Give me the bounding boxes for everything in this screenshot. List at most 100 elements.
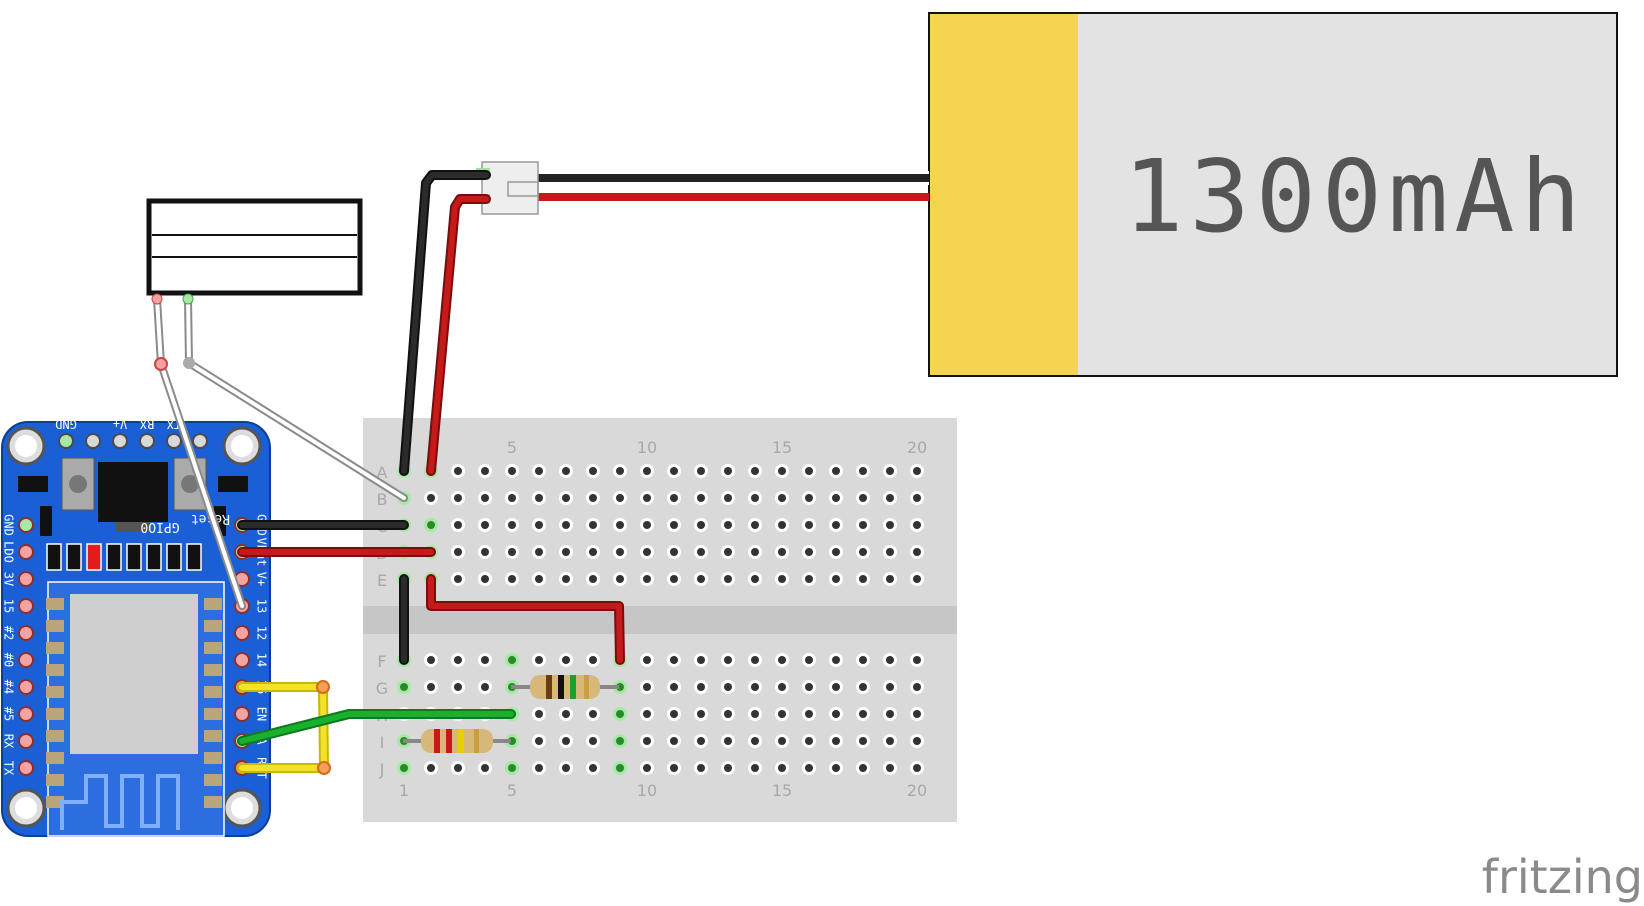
- breadboard-hole-center: [724, 548, 732, 556]
- header-pin: [139, 433, 155, 449]
- castellation-pad: [46, 686, 64, 698]
- breadboard-hole-center: [481, 467, 489, 475]
- breadboard-hole-center: [697, 656, 705, 664]
- castellation-pad: [204, 752, 222, 764]
- breadboard: ABCDEFGHIJ155101015152020: [363, 418, 957, 822]
- breadboard-hole-center: [697, 710, 705, 718]
- breadboard-hole-center: [697, 521, 705, 529]
- breadboard-hole-center: [643, 467, 651, 475]
- smd-part: [126, 543, 142, 571]
- breadboard-hole-center: [805, 467, 813, 475]
- breadboard-hole-center: [643, 737, 651, 745]
- breadboard-hole-center: [589, 467, 597, 475]
- breadboard-hole-center: [535, 575, 543, 583]
- breadboard-hole-center: [805, 494, 813, 502]
- breadboard-hole-center: [724, 764, 732, 772]
- breadboard-hole-center: [913, 683, 921, 691]
- breadboard-hole-center: [832, 737, 840, 745]
- breadboard-hole-center: [535, 656, 543, 664]
- smd-part: [46, 543, 62, 571]
- breadboard-hole-center: [670, 548, 678, 556]
- header-pin: [18, 598, 34, 614]
- breadboard-hole-center: [859, 494, 867, 502]
- breadboard-holes: [397, 464, 924, 775]
- breadboard-hole-center: [886, 548, 894, 556]
- sensor-module: [146, 198, 363, 296]
- breadboard-hole-center: [670, 710, 678, 718]
- breadboard-hole-center: [427, 764, 435, 772]
- breadboard-hole-center: [913, 710, 921, 718]
- breadboard-hole-center: [886, 467, 894, 475]
- breadboard-hole-center: [616, 467, 624, 475]
- smd-part: [106, 543, 122, 571]
- breadboard-hole-center: [427, 521, 435, 529]
- wire-battery-positive: [428, 196, 489, 474]
- header-pin: [192, 433, 208, 449]
- breadboard-hole-center: [562, 656, 570, 664]
- breadboard-hole-center: [778, 575, 786, 583]
- resistor-body: [530, 675, 600, 699]
- breadboard-hole-center: [481, 521, 489, 529]
- breadboard-hole-center: [724, 521, 732, 529]
- esp-right-pin-label: 14: [255, 653, 269, 667]
- breadboard-hole-center: [562, 737, 570, 745]
- breadboard-hole-center: [859, 737, 867, 745]
- sensor-wires: [151, 293, 408, 610]
- breadboard-hole-center: [643, 521, 651, 529]
- esp-right-pin-label: EN: [255, 707, 269, 721]
- breadboard-hole-center: [859, 521, 867, 529]
- smd-row: [46, 543, 202, 571]
- breadboard-hole-center: [832, 548, 840, 556]
- castellation-pad: [46, 774, 64, 786]
- smd-component: [218, 476, 248, 492]
- battery-capacity-label: 1300mAh: [1123, 138, 1586, 255]
- header-pin: [18, 652, 34, 668]
- breadboard-hole-center: [427, 494, 435, 502]
- esp-top-pin-label: V+: [113, 417, 127, 431]
- breadboard-hole-center: [454, 548, 462, 556]
- breadboard-hole-center: [697, 683, 705, 691]
- breadboard-hole-center: [454, 467, 462, 475]
- breadboard-hole-center: [535, 737, 543, 745]
- esp-left-pin-label: #4: [2, 680, 16, 694]
- breadboard-hole-center: [535, 548, 543, 556]
- header-pin: [85, 433, 101, 449]
- breadboard-hole-center: [724, 710, 732, 718]
- gpio0-button-label: GPIO0: [140, 519, 179, 534]
- breadboard-hole-center: [751, 683, 759, 691]
- breadboard-hole-center: [886, 521, 894, 529]
- breadboard-hole-center: [859, 683, 867, 691]
- castellation-pad: [46, 598, 64, 610]
- castellation-pad: [46, 730, 64, 742]
- wire-analog-sense: [239, 711, 514, 744]
- breadboard-hole-center: [805, 575, 813, 583]
- breadboard-hole-center: [886, 737, 894, 745]
- castellation-pad: [204, 664, 222, 676]
- breadboard-column-label: 5: [507, 781, 517, 800]
- breadboard-hole-center: [724, 656, 732, 664]
- breadboard-hole-center: [859, 548, 867, 556]
- breadboard-hole-center: [832, 521, 840, 529]
- breadboard-hole-center: [589, 548, 597, 556]
- breadboard-hole-center: [616, 494, 624, 502]
- breadboard-hole-center: [697, 494, 705, 502]
- breadboard-hole-center: [616, 710, 624, 718]
- esp-left-pin-label: #5: [2, 707, 16, 721]
- breadboard-hole-center: [886, 656, 894, 664]
- breadboard-hole-center: [481, 764, 489, 772]
- jumper-wires: [237, 170, 625, 775]
- breadboard-hole-center: [913, 656, 921, 664]
- breadboard-hole-center: [562, 494, 570, 502]
- esp-right-pin-label: V+: [255, 572, 269, 586]
- breadboard-row-label: G: [376, 679, 388, 698]
- header-pin: [234, 652, 250, 668]
- breadboard-hole-center: [616, 548, 624, 556]
- header-pin: [18, 760, 34, 776]
- breadboard-hole-center: [805, 683, 813, 691]
- breadboard-hole-center: [508, 656, 516, 664]
- esp-shield-can: [70, 594, 198, 754]
- lipo-battery: 1300mAh: [928, 12, 1618, 377]
- castellation-pad: [46, 620, 64, 632]
